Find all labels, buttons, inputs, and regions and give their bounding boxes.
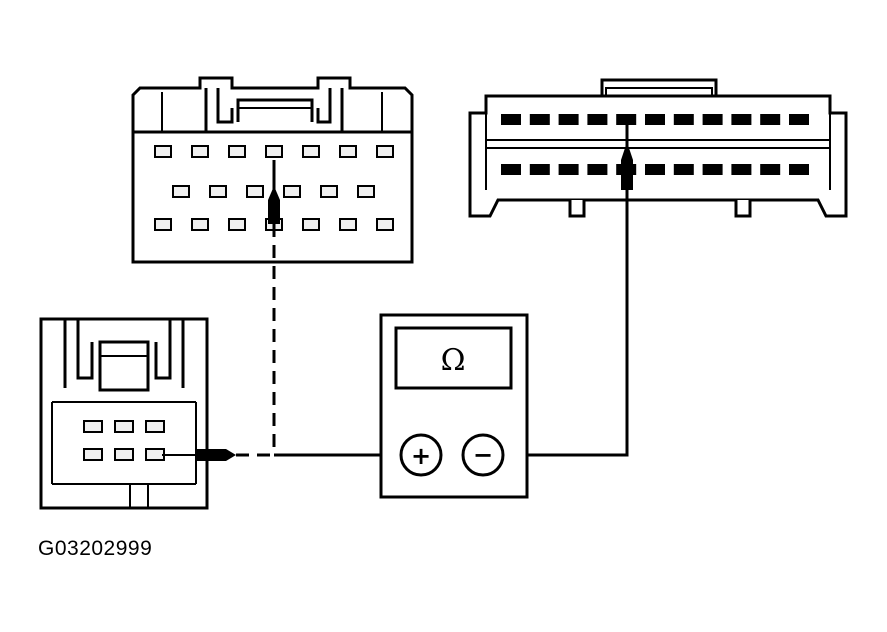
probe-top-left xyxy=(268,160,280,224)
pin-cavity xyxy=(357,185,375,198)
pin-terminal xyxy=(645,164,665,175)
pin-terminal xyxy=(789,164,809,175)
pin-cavity xyxy=(83,420,103,433)
pin-cavity xyxy=(154,145,172,158)
ohm-symbol: Ω xyxy=(441,343,466,378)
pin-cavity xyxy=(114,448,134,461)
pin-terminal xyxy=(760,164,781,175)
pin-cavity xyxy=(114,420,134,433)
pin-cavity xyxy=(191,218,209,231)
connector-bottom-left-foot xyxy=(129,484,149,508)
pin-cavity xyxy=(145,420,165,433)
pin-cavity xyxy=(302,218,320,231)
pin-cavity xyxy=(302,145,320,158)
connector-top-left-latch xyxy=(204,88,344,132)
pin-terminal xyxy=(501,164,521,175)
positive-terminal xyxy=(399,433,443,477)
probe-top-right-tip xyxy=(621,142,633,190)
negative-terminal xyxy=(461,433,505,477)
pin-cavity xyxy=(145,448,165,461)
pin-terminal xyxy=(673,114,694,125)
negative-lead xyxy=(504,190,629,457)
connector-top-left-latch-tab xyxy=(236,98,314,122)
pin-terminal xyxy=(587,164,608,175)
connector-bottom-left-latch-body xyxy=(98,340,150,392)
connector-top-right-tab-l xyxy=(568,200,586,218)
pin-cavity xyxy=(172,185,190,198)
pin-terminal xyxy=(529,164,550,175)
probe-bottom-left xyxy=(162,449,236,461)
negative-sign: − xyxy=(473,441,493,469)
pin-cavity xyxy=(320,185,338,198)
connector-top-right-key xyxy=(605,87,713,96)
pin-cavity xyxy=(376,218,394,231)
pin-cavity xyxy=(228,218,246,231)
pin-cavity xyxy=(83,448,103,461)
probe-top-left-tip xyxy=(268,186,280,224)
connector-bottom-left-latch xyxy=(63,319,185,388)
ohmmeter-display xyxy=(394,326,513,390)
pin-cavity xyxy=(209,185,227,198)
pin-cavity xyxy=(265,145,283,158)
pin-terminal xyxy=(558,114,579,125)
positive-sign: + xyxy=(411,442,431,470)
pin-cavity xyxy=(283,185,301,198)
pin-cavity xyxy=(246,185,264,198)
connector-top-left-pins xyxy=(154,145,394,231)
pin-terminal xyxy=(587,114,608,125)
probe-bottom-left-tip xyxy=(196,449,236,461)
pin-terminal xyxy=(645,114,665,125)
pin-terminal xyxy=(558,164,579,175)
ohmmeter: Ω + − xyxy=(379,313,529,499)
connector-top-right-tab-r xyxy=(734,200,752,218)
test-leads xyxy=(236,190,629,457)
pin-cavity xyxy=(376,145,394,158)
pin-cavity xyxy=(228,145,246,158)
pin-terminal xyxy=(789,114,809,125)
pin-terminal xyxy=(702,164,723,175)
pin-terminal xyxy=(760,114,781,125)
connector-bottom-left xyxy=(39,317,209,510)
pin-terminal xyxy=(501,114,521,125)
pin-cavity xyxy=(339,218,357,231)
probe-top-right xyxy=(621,118,633,190)
pin-terminal xyxy=(731,164,752,175)
pin-terminal xyxy=(702,114,723,125)
pin-terminal xyxy=(731,114,752,125)
pin-cavity xyxy=(339,145,357,158)
pin-terminal xyxy=(529,114,550,125)
figure-id: G03202999 xyxy=(38,537,153,560)
connector-top-right xyxy=(468,78,848,218)
pin-terminal xyxy=(673,164,694,175)
connector-top-right-inner xyxy=(485,113,831,190)
pin-cavity xyxy=(154,218,172,231)
connector-bottom-left-pins xyxy=(83,420,165,461)
pin-cavity xyxy=(191,145,209,158)
